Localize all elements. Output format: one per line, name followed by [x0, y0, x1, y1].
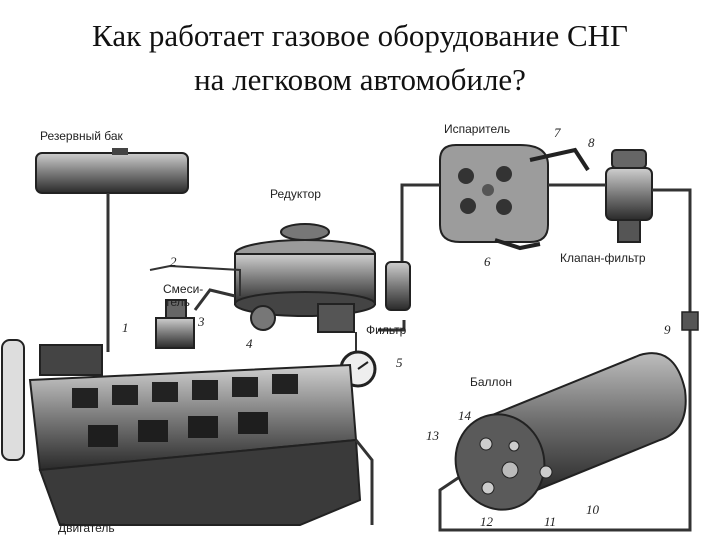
callout-3: 3	[197, 314, 205, 329]
mixer-label-line-1: Смеси-	[163, 282, 203, 296]
reserve-tank-label: Резервный бак	[40, 129, 124, 143]
evaporator	[439, 144, 590, 251]
callout-1: 1	[122, 320, 129, 335]
cylinder-label: Баллон	[470, 375, 512, 389]
engine	[1, 339, 374, 526]
callout-6: 6	[484, 254, 491, 269]
callout-5: 5	[396, 355, 403, 370]
callout-12: 12	[480, 514, 494, 529]
mixer	[149, 264, 241, 349]
valve-filter	[605, 149, 653, 243]
reserve-tank	[35, 148, 189, 352]
evaporator-label: Испаритель	[444, 122, 510, 136]
callout-4: 4	[246, 336, 253, 351]
mixer-label-line-2: тель	[165, 295, 190, 309]
engine-label: Двигатель	[58, 521, 115, 535]
title-line-1: Как работает газовое оборудование СНГ	[92, 18, 628, 53]
callout-2: 2	[170, 254, 177, 269]
reducer	[234, 223, 411, 333]
callout-8: 8	[588, 135, 595, 150]
cylinder	[454, 352, 687, 511]
title-line-2: на легковом автомобиле?	[194, 62, 526, 97]
callout-11: 11	[544, 514, 556, 529]
callout-14: 14	[458, 408, 472, 423]
reducer-label: Редуктор	[270, 187, 321, 201]
callout-7: 7	[554, 125, 561, 140]
filter-label: Фильтр	[366, 323, 407, 337]
fitting-9	[681, 311, 699, 331]
callout-13: 13	[426, 428, 440, 443]
gas-lines	[378, 183, 692, 532]
valve-filter-label: Клапан-фильтр	[560, 251, 646, 265]
callout-9: 9	[664, 322, 671, 337]
callout-10: 10	[586, 502, 600, 517]
slide-title: Как работает газовое оборудование СНГ на…	[0, 14, 720, 102]
